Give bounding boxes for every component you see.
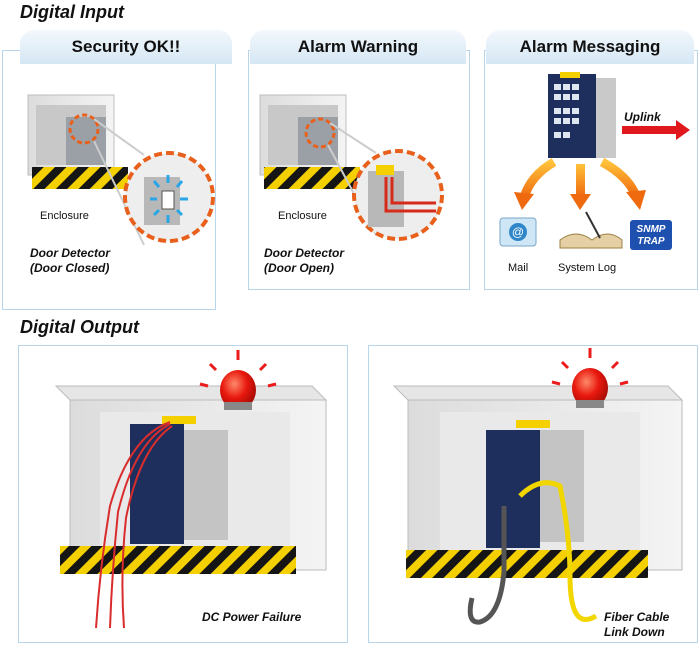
door-detector-line1: Door Detector bbox=[264, 246, 345, 260]
snmp-label: SNMP bbox=[636, 224, 666, 235]
enclosure-door-closed-illustration bbox=[27, 94, 215, 246]
fiber-cable-line2: Link Down bbox=[604, 625, 665, 639]
enclosure-door-open-illustration bbox=[259, 94, 444, 241]
svg-text:@: @ bbox=[512, 225, 524, 239]
uplink-label: Uplink bbox=[624, 110, 661, 124]
trap-label: TRAP bbox=[637, 236, 665, 247]
system-log-label: System Log bbox=[558, 262, 617, 274]
door-detector-line2: (Door Closed) bbox=[30, 261, 110, 275]
digital-input-title: Digital Input bbox=[20, 2, 124, 22]
switch-messaging-illustration: @ bbox=[499, 72, 690, 250]
door-detector-line1: Door Detector bbox=[30, 246, 111, 260]
enclosure-label: Enclosure bbox=[40, 210, 89, 222]
door-detector-line2: (Door Open) bbox=[264, 261, 334, 275]
door-detector-closed-label: Door Detector (Door Closed) bbox=[30, 246, 110, 276]
dc-power-failure-caption: DC Power Failure bbox=[202, 610, 302, 624]
dc-power-failure-illustration bbox=[54, 350, 328, 629]
snmp-trap-badge: SNMP TRAP bbox=[630, 224, 672, 248]
security-ok-tab: Security OK!! bbox=[20, 30, 232, 64]
fiber-link-down-illustration bbox=[392, 348, 684, 625]
digital-output-title: Digital Output bbox=[20, 317, 139, 337]
fiber-link-down-caption: Fiber Cable Link Down bbox=[604, 610, 669, 640]
enclosure-label: Enclosure bbox=[278, 210, 327, 222]
door-detector-open-label: Door Detector (Door Open) bbox=[264, 246, 344, 276]
fiber-cable-line1: Fiber Cable bbox=[604, 610, 670, 624]
alarm-warning-tab: Alarm Warning bbox=[250, 30, 466, 64]
mail-label: Mail bbox=[508, 262, 529, 274]
alarm-messaging-tab: Alarm Messaging bbox=[486, 30, 694, 64]
